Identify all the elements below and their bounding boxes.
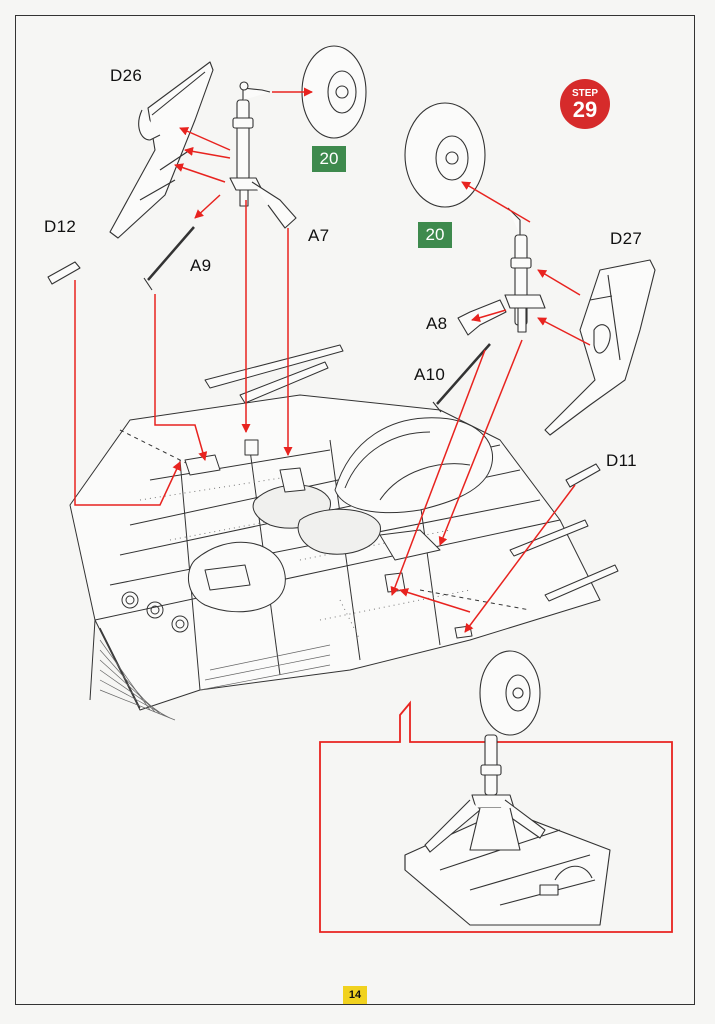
label-a9: A9 xyxy=(190,256,212,275)
part-d26-door xyxy=(109,61,214,239)
step-label: STEP xyxy=(571,88,599,99)
label-d26: D26 xyxy=(110,66,143,85)
page-border xyxy=(15,15,695,1005)
part-d12 xyxy=(47,261,81,285)
detail-inset xyxy=(319,650,673,933)
label-a7: A7 xyxy=(308,226,330,245)
label-d27: D27 xyxy=(610,229,643,248)
step-number: 29 xyxy=(572,97,598,122)
step-badge: STEP 29 xyxy=(560,79,610,129)
wing-fuselage-drawing xyxy=(69,344,619,721)
part-a10 xyxy=(436,343,491,405)
parts-left xyxy=(47,45,367,291)
ref-box-wheel-left: 20 xyxy=(312,146,346,172)
ref-box-wheel-right: 20 xyxy=(418,222,452,248)
label-d11: D11 xyxy=(606,451,637,470)
assembly-arrows xyxy=(74,87,591,633)
part-a7-strut xyxy=(236,99,250,181)
label-a10: A10 xyxy=(414,365,446,384)
part-d11 xyxy=(565,463,601,488)
page-number: 14 xyxy=(343,986,367,1004)
parts-right xyxy=(404,102,656,488)
label-d12: D12 xyxy=(44,217,77,236)
label-a8: A8 xyxy=(426,314,448,333)
